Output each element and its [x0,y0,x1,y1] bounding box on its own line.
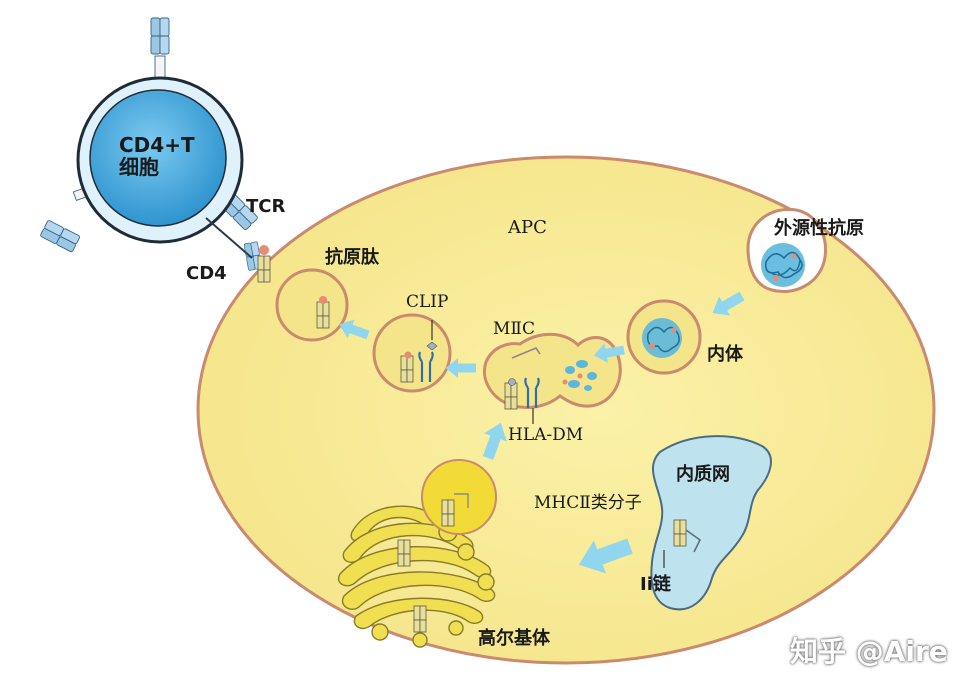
ii-chain-label: Ⅰi链 [640,574,671,595]
tcr-mhc-contact [257,245,271,283]
tcr-label: TCR [246,196,286,217]
peptide-mhc-complex [316,296,330,329]
cd4-connector [205,217,253,259]
golgi-label: 高尔基体 [478,628,550,649]
endosome-label: 内体 [707,344,743,365]
clip-fragment-line [511,347,541,359]
released-clip [426,320,438,351]
mhc-ii-label: MHCⅡ类分子 [534,493,642,513]
golgi-vesicle [421,459,497,535]
endoplasmic-reticulum [650,435,772,611]
degraded-antigen-fragments [562,360,597,391]
t-cell-nucleus [89,89,227,227]
peptide-vesicle [275,268,349,342]
exogenous-antigen-label: 外源性抗原 [774,218,864,239]
antigen-peptide-label: 抗原肽 [325,247,379,268]
exogenous-antigen-cluster [761,243,805,287]
er-mhc-molecule [673,519,702,553]
miic-label: MⅡC [493,319,535,339]
clip-vesicle-mhc [400,351,414,383]
t-cell-label-line1: CD4+T [119,133,195,157]
apc-label: APC [508,217,547,238]
endosome-antigen [642,318,682,358]
miic-mhc-complex [504,378,518,410]
er-label: 内质网 [676,464,730,485]
t-cell-label: CD4+T 细胞 [119,134,195,178]
t-cell-label-line2: 细胞 [119,155,159,179]
golgi-apparatus [337,505,496,648]
golgi-vesicle-mhc [441,493,469,527]
hla-dm-molecule [524,377,540,408]
hla-dm-label: HLA-DM [508,425,584,445]
cd4-label: CD4 [186,263,227,284]
clip-label: CLIP [406,292,449,312]
watermark: 知乎 @Aire [790,635,948,668]
clip-vesicle-hla-dm [418,351,434,382]
